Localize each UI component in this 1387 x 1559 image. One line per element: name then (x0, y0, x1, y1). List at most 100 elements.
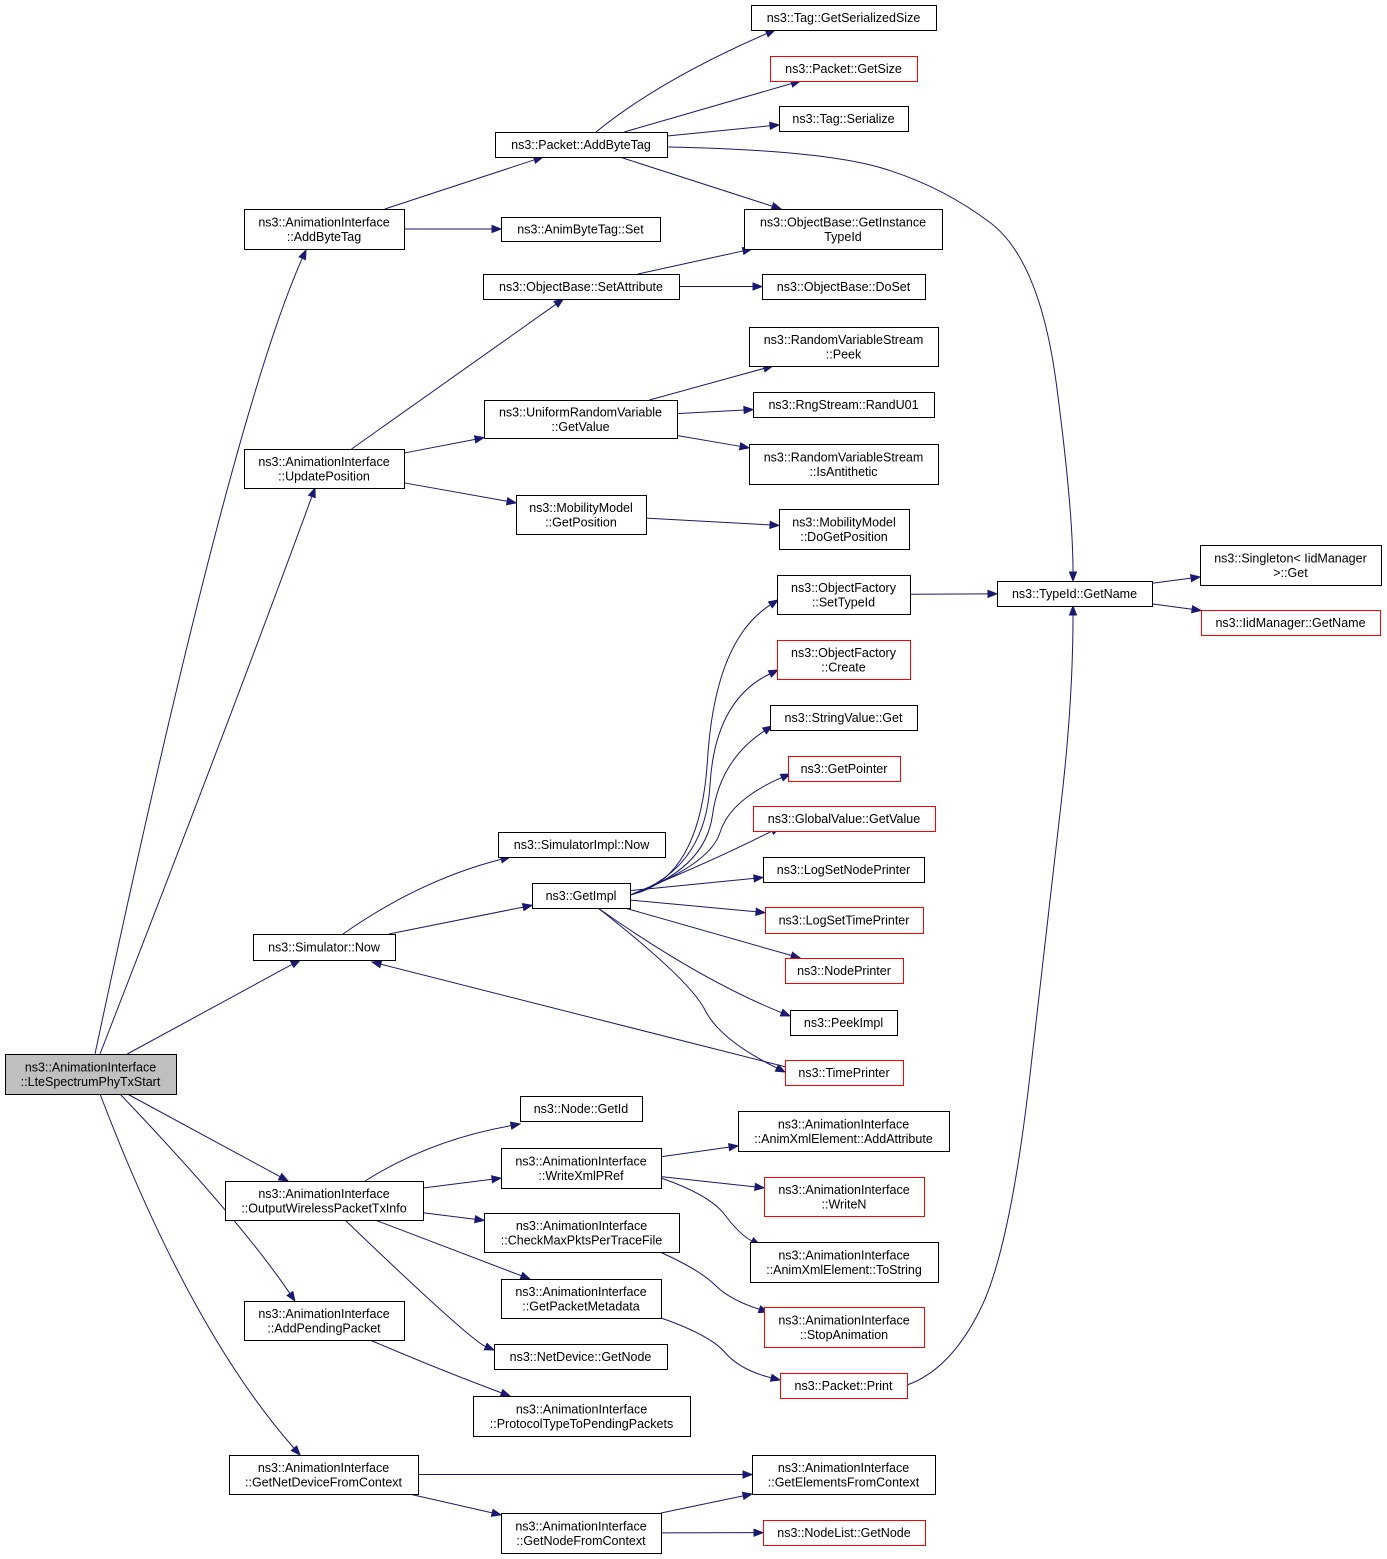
edge-line (637, 250, 744, 275)
node-tagSerialize[interactable]: ns3::Tag::Serialize (779, 106, 909, 132)
node-timePrinter[interactable]: ns3::TimePrinter (785, 1060, 904, 1086)
node-singletonGet[interactable]: ns3::Singleton< IidManager>::Get (1200, 545, 1382, 586)
node-getImpl[interactable]: ns3::GetImpl (532, 883, 631, 909)
node-updatePosition[interactable]: ns3::AnimationInterface::UpdatePosition (244, 449, 405, 489)
node-iidGetName[interactable]: ns3::IidManager::GetName (1201, 610, 1381, 636)
node-label: ns3::ObjectBase::GetInstance (760, 215, 926, 229)
node-label: ::Create (821, 660, 866, 674)
node-label: >::Get (1273, 566, 1308, 580)
node-mobDoGetPos[interactable]: ns3::MobilityModel::DoGetPosition (779, 509, 910, 550)
node-box (753, 806, 936, 832)
node-toString[interactable]: ns3::AnimationInterface::AnimXmlElement:… (750, 1242, 939, 1283)
edge-getImpl-to-timePrinter (597, 907, 787, 1073)
node-ofSetTypeId[interactable]: ns3::ObjectFactory::SetTypeId (777, 575, 911, 615)
node-rvsIsAnti[interactable]: ns3::RandomVariableStream::IsAntithetic (749, 444, 939, 485)
arrowhead (752, 282, 764, 291)
node-addAttribute[interactable]: ns3::AnimationInterface::AnimXmlElement:… (738, 1111, 950, 1152)
arrowhead (289, 959, 302, 969)
node-label: TypeId (824, 230, 862, 244)
node-stopAnim[interactable]: ns3::AnimationInterface::StopAnimation (764, 1307, 925, 1348)
node-label: ns3::SimulatorImpl::Now (514, 838, 650, 852)
node-getNetDevFromCtx[interactable]: ns3::AnimationInterface::GetNetDeviceFro… (229, 1455, 419, 1495)
node-label: ::UpdatePosition (278, 469, 370, 483)
node-label: ns3::Packet::GetSize (785, 62, 902, 76)
arrowhead (769, 121, 781, 131)
node-objDoSet[interactable]: ns3::ObjectBase::DoSet (762, 274, 926, 300)
node-rvsPeek[interactable]: ns3::RandomVariableStream::Peek (749, 327, 939, 367)
node-nodeGetId[interactable]: ns3::Node::GetId (520, 1096, 643, 1122)
arrowhead (770, 202, 783, 211)
node-tagGetSerSize[interactable]: ns3::Tag::GetSerializedSize (751, 5, 937, 31)
node-nodeListGetNode[interactable]: ns3::NodeList::GetNode (763, 1520, 926, 1546)
node-getElemFromCtx[interactable]: ns3::AnimationInterface::GetElementsFrom… (752, 1455, 936, 1495)
node-box (1201, 610, 1381, 636)
node-label: ::AnimXmlElement::ToString (766, 1263, 922, 1277)
node-rngRandU01[interactable]: ns3::RngStream::RandU01 (753, 392, 935, 418)
node-getNodeFromCtx[interactable]: ns3::AnimationInterface::GetNodeFromCont… (501, 1513, 662, 1554)
node-logSetNodePrinter[interactable]: ns3::LogSetNodePrinter (763, 857, 925, 883)
node-label: ns3::AnimationInterface (258, 215, 389, 229)
edge-line (629, 899, 757, 913)
node-box (244, 449, 405, 489)
node-simNow[interactable]: ns3::Simulator::Now (253, 934, 396, 961)
node-label: ns3::AnimationInterface (778, 1183, 909, 1197)
node-writeXmlPRef[interactable]: ns3::AnimationInterface::WriteXmlPRef (501, 1148, 662, 1189)
node-peekImpl[interactable]: ns3::PeekImpl (790, 1010, 898, 1036)
node-pktGetSize[interactable]: ns3::Packet::GetSize (770, 56, 918, 82)
node-outputWireless[interactable]: ns3::AnimationInterface::OutputWirelessP… (225, 1181, 424, 1221)
edge-root-to-addByteTag (94, 248, 307, 1055)
edge-simNow-to-getImpl (388, 903, 534, 935)
arrowhead (298, 248, 307, 261)
edge-objSetAttr-to-objGetInstTypeId (637, 246, 754, 275)
node-label: ns3::AnimationInterface (516, 1402, 647, 1416)
edge-uniformGetValue-to-rngRandU01 (676, 405, 755, 415)
edge-line (619, 156, 773, 207)
node-checkMaxPkts[interactable]: ns3::AnimationInterface::CheckMaxPktsPer… (484, 1213, 680, 1253)
edge-line (127, 963, 293, 1055)
edge-getNodeFromCtx-to-getElemFromCtx (660, 1491, 754, 1514)
node-label: ns3::ObjectFactory (791, 581, 897, 595)
node-box (498, 832, 666, 858)
node-uniformGetValue[interactable]: ns3::UniformRandomVariable::GetValue (484, 400, 678, 439)
node-box (785, 958, 904, 984)
edge-line (597, 907, 778, 1069)
node-addByteTag[interactable]: ns3::AnimationInterface::AddByteTag (244, 209, 405, 250)
node-label: ::OutputWirelessPacketTxInfo (241, 1201, 406, 1215)
edge-line (344, 1219, 486, 1348)
node-simImplNow[interactable]: ns3::SimulatorImpl::Now (498, 832, 666, 858)
node-strValGet[interactable]: ns3::StringValue::Get (770, 705, 918, 731)
node-getPointer[interactable]: ns3::GetPointer (788, 756, 901, 782)
node-logSetTimePrinter[interactable]: ns3::LogSetTimePrinter (765, 907, 924, 934)
node-getPktMeta[interactable]: ns3::AnimationInterface::GetPacketMetada… (501, 1279, 662, 1319)
node-gvGetValue[interactable]: ns3::GlobalValue::GetValue (753, 806, 936, 832)
node-box (532, 883, 631, 909)
node-animByteTagSet[interactable]: ns3::AnimByteTag::Set (501, 217, 661, 242)
arrowhead (753, 874, 765, 883)
edge-line (94, 258, 303, 1055)
node-writeN[interactable]: ns3::AnimationInterface::WriteN (764, 1177, 925, 1217)
node-box (751, 5, 937, 31)
node-box (520, 1096, 643, 1122)
node-pktPrint[interactable]: ns3::Packet::Print (780, 1373, 908, 1399)
edge-line (342, 858, 502, 935)
edge-line (629, 777, 782, 896)
edge-line (384, 159, 535, 210)
node-label: ns3::AnimationInterface (25, 1060, 156, 1074)
node-box (997, 581, 1153, 607)
node-objSetAttr[interactable]: ns3::ObjectBase::SetAttribute (483, 274, 680, 300)
node-pktAddByteTag[interactable]: ns3::Packet::AddByteTag (495, 132, 668, 158)
node-typeIdGetName[interactable]: ns3::TypeId::GetName (997, 581, 1153, 607)
node-label: ns3::UniformRandomVariable (499, 405, 662, 419)
node-nodePrinter[interactable]: ns3::NodePrinter (785, 958, 904, 984)
node-label: ns3::RngStream::RandU01 (768, 398, 918, 412)
node-netDevGetNode[interactable]: ns3::NetDevice::GetNode (494, 1344, 668, 1370)
node-mobGetPos[interactable]: ns3::MobilityModel::GetPosition (516, 495, 647, 535)
node-ofCreate[interactable]: ns3::ObjectFactory::Create (777, 640, 911, 680)
node-addPending[interactable]: ns3::AnimationInterface::AddPendingPacke… (244, 1301, 405, 1341)
node-box (770, 56, 918, 82)
node-root[interactable]: ns3::AnimationInterface::LteSpectrumPhyT… (5, 1054, 177, 1095)
node-protoType[interactable]: ns3::AnimationInterface::ProtocolTypeToP… (473, 1396, 691, 1437)
edge-root-to-simNow (127, 959, 302, 1055)
